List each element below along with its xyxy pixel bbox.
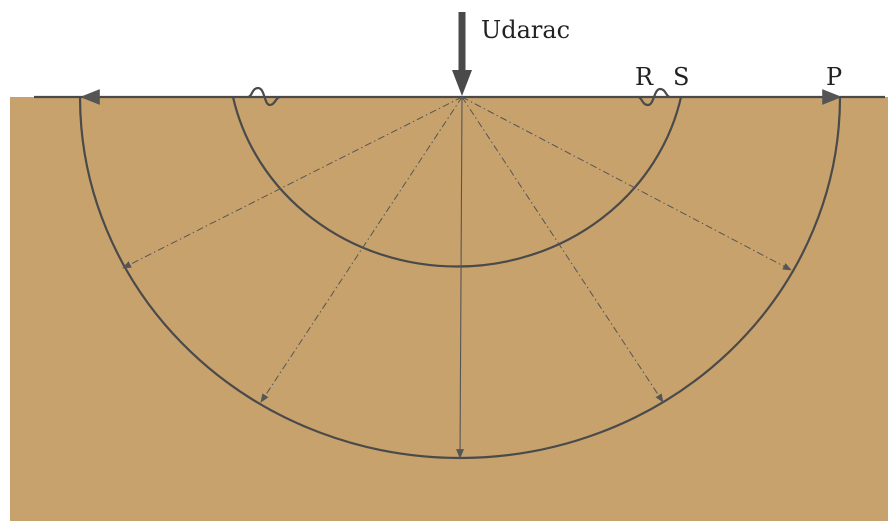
ground (10, 97, 888, 521)
ray-right-deep (461, 96, 664, 403)
impact-arrowhead (452, 70, 472, 96)
impact-label: Udarac (481, 16, 570, 44)
s-wave-label: S (673, 63, 689, 91)
ray-left-deep (260, 96, 463, 403)
ray-left-shallow (122, 96, 463, 269)
rayleigh-label: R (635, 63, 654, 91)
ray-vertical (456, 96, 465, 459)
p-wave-label: P (826, 63, 842, 91)
rayleigh-bump-right (637, 87, 671, 107)
rayleigh-bump-left (247, 86, 281, 107)
ray-right-shallow (461, 96, 792, 271)
s-wavefront (231, 96, 683, 268)
